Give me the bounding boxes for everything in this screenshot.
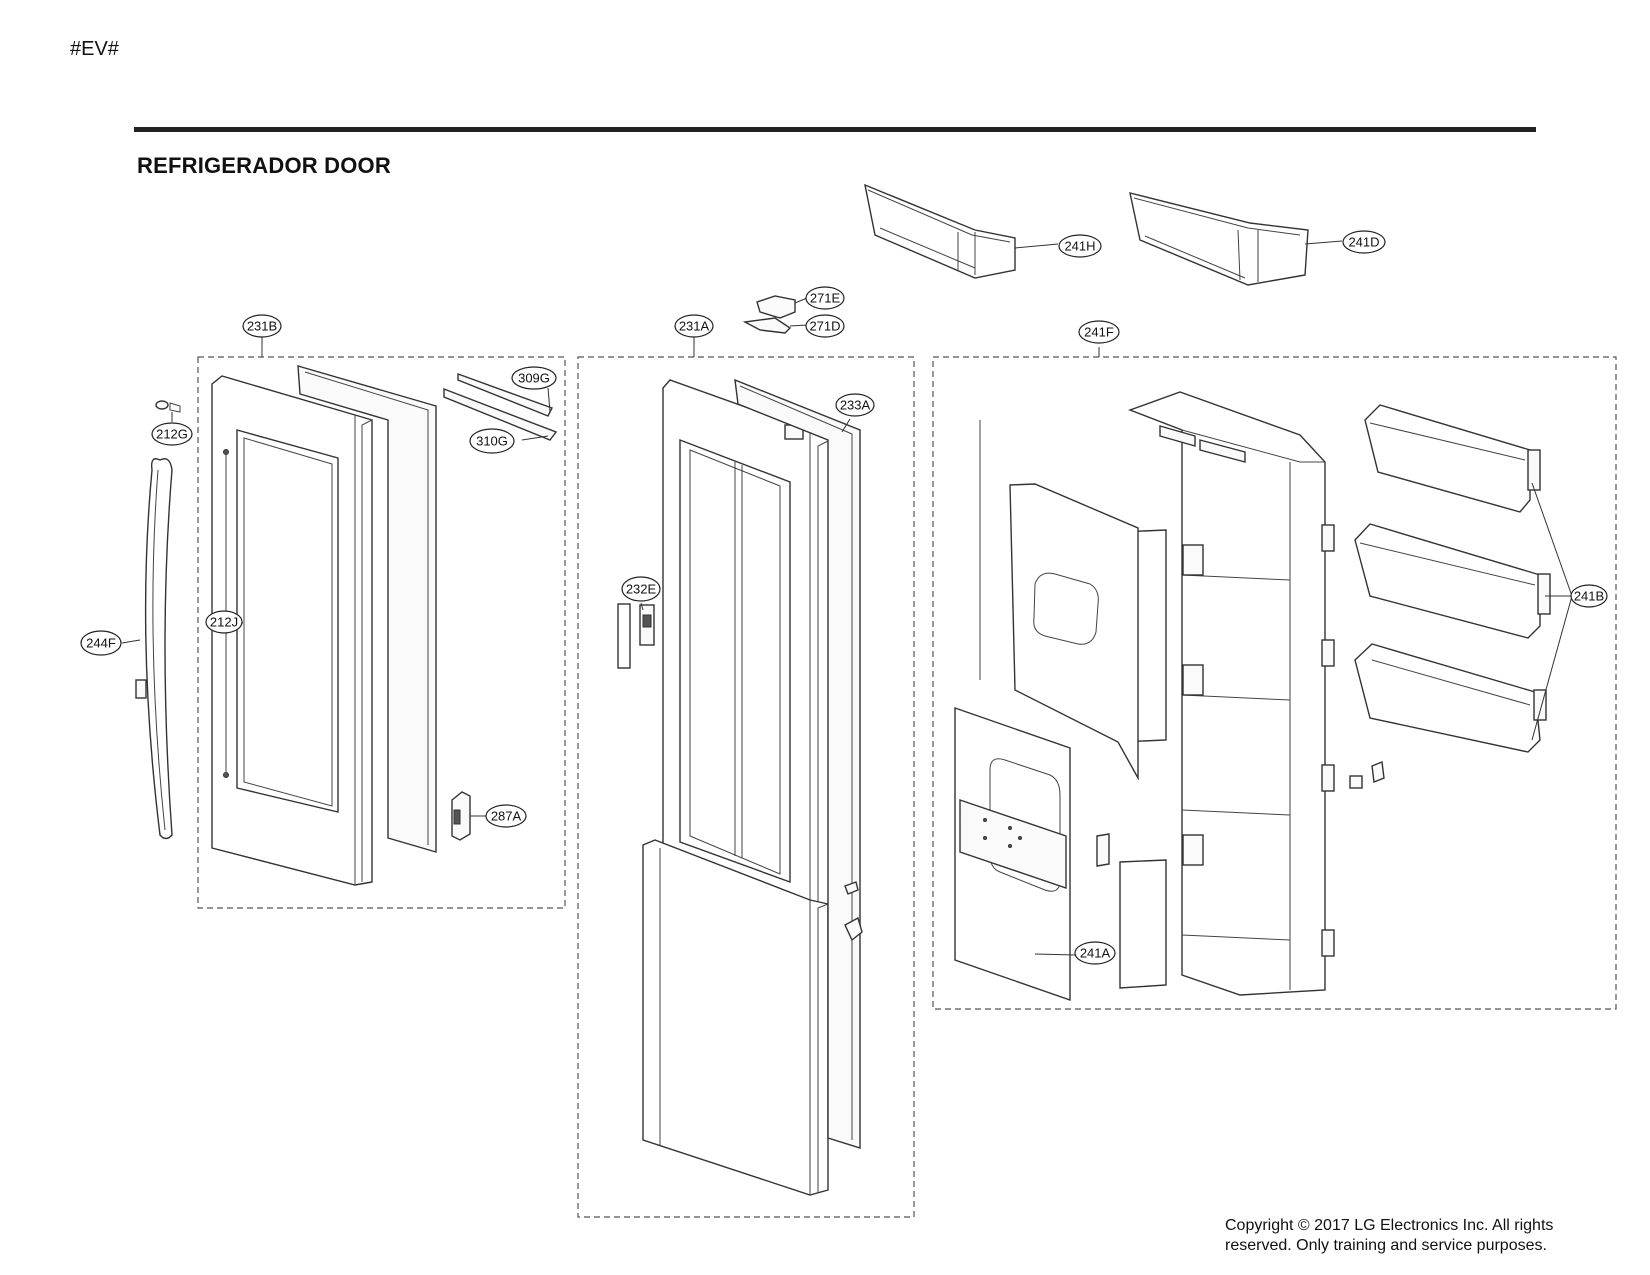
svg-text:309G: 309G [518, 371, 550, 386]
cover-panel [1009, 483, 1139, 781]
copyright-notice: Copyright © 2017 LG Electronics Inc. All… [1225, 1216, 1585, 1256]
svg-text:271E: 271E [810, 291, 841, 306]
inner-door-liner-241F [1127, 391, 1335, 996]
svg-text:212J: 212J [210, 615, 238, 630]
callout-287A: 287A [485, 804, 527, 828]
latch-232E [617, 603, 655, 669]
copyright-line-1: Copyright © 2017 LG Electronics Inc. All… [1225, 1217, 1554, 1234]
callout-241A: 241A [1074, 941, 1116, 965]
door-bin-241B-1 [1364, 404, 1541, 513]
svg-text:271D: 271D [809, 319, 840, 334]
callout-241D: 241D [1342, 230, 1386, 254]
door-panel-lower-231A [642, 839, 829, 1196]
callout-232E: 232E [621, 576, 661, 602]
callout-241H: 241H [1058, 234, 1102, 258]
svg-text:231B: 231B [247, 319, 277, 334]
door-bin-241D [1129, 192, 1309, 286]
callout-231A: 231A [674, 314, 714, 338]
svg-text:241H: 241H [1064, 239, 1095, 254]
callout-310G: 310G [469, 428, 515, 454]
svg-text:233A: 233A [840, 398, 871, 413]
door-gasket-233A [734, 378, 861, 1149]
handle-cap-212G [155, 400, 181, 413]
hinge-271D [742, 317, 792, 334]
svg-text:241A: 241A [1080, 946, 1111, 961]
door-frame-231A [662, 379, 831, 913]
handle-244F [135, 458, 173, 840]
group-box-231B [197, 356, 566, 909]
svg-text:244F: 244F [86, 636, 116, 651]
group-box-241F [932, 356, 1617, 1010]
callout-244F: 244F [80, 630, 122, 656]
door-gasket-231B [297, 365, 437, 853]
door-frame-231B [211, 375, 373, 886]
group-box-231A [577, 356, 915, 1218]
section-title: REFRIGERADOR DOOR [137, 153, 391, 178]
model-code: #EV# [70, 38, 119, 60]
svg-text:287A: 287A [491, 809, 522, 824]
callout-212G: 212G [151, 422, 193, 446]
svg-text:241D: 241D [1348, 235, 1379, 250]
svg-text:310G: 310G [476, 434, 508, 449]
trim-310G [443, 387, 558, 441]
door-bin-241B-2 [1354, 523, 1551, 639]
svg-text:232E: 232E [626, 582, 657, 597]
callout-233A: 233A [835, 393, 875, 417]
trim-309G [457, 373, 553, 417]
door-bin-241B-3 [1354, 643, 1547, 753]
hinge-lower [844, 881, 863, 942]
callout-231B: 231B [242, 314, 282, 338]
header-rule [134, 127, 1536, 132]
callout-271E: 271E [805, 286, 845, 310]
svg-text:241F: 241F [1084, 325, 1114, 340]
callout-212J: 212J [205, 610, 243, 634]
svg-text:241B: 241B [1574, 589, 1604, 604]
svg-text:212G: 212G [156, 427, 188, 442]
dispenser-cover-241A [954, 707, 1071, 1001]
callout-271D: 271D [805, 314, 845, 338]
hinge-bracket-287A [451, 791, 471, 841]
callout-241B: 241B [1570, 584, 1608, 608]
callout-309G: 309G [511, 366, 557, 390]
small-part-cube [1349, 761, 1385, 789]
hinge-cover-271E [756, 295, 796, 319]
door-bin-241H [864, 183, 1016, 279]
svg-text:231A: 231A [679, 319, 710, 334]
callout-241F: 241F [1078, 320, 1120, 344]
copyright-line-2: reserved. Only training and service purp… [1225, 1237, 1547, 1254]
